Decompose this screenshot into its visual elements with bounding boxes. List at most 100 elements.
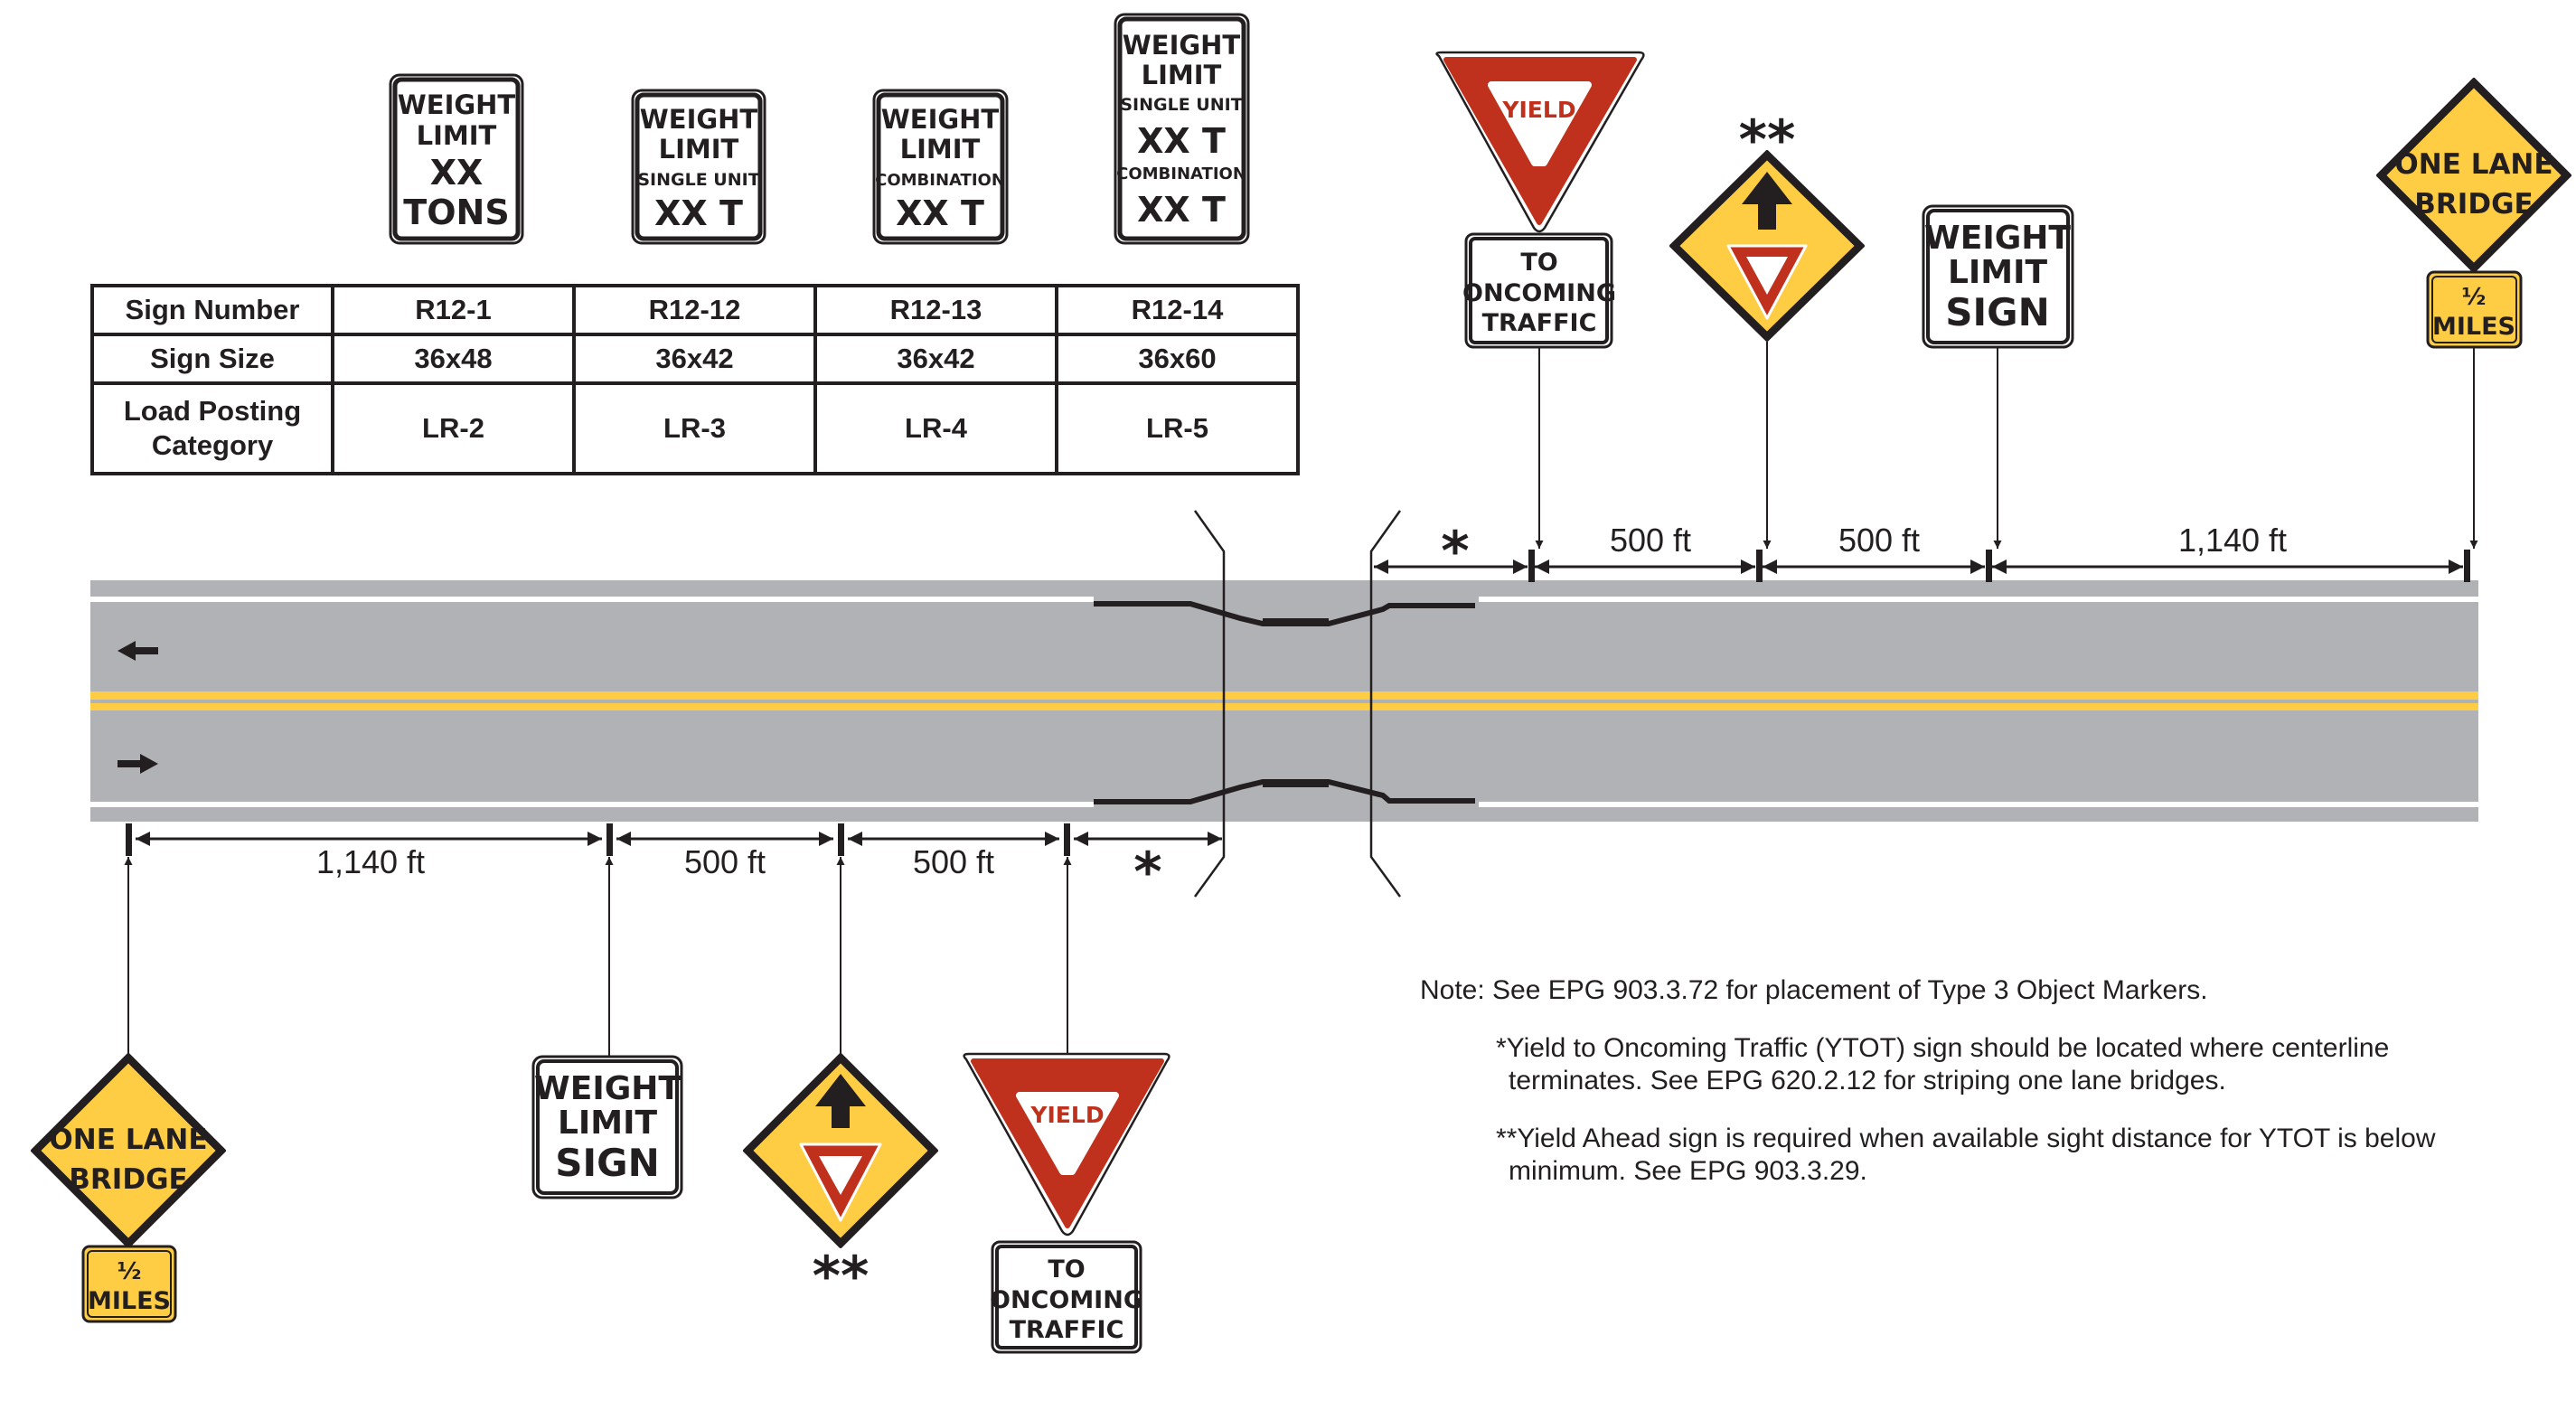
table-cell: 36x60 [1055, 333, 1300, 385]
weight-limit-sign-upper: WEIGHT LIMIT SIGN [1922, 204, 2074, 349]
sign-line: XX T [1137, 121, 1226, 161]
sign-line: WEIGHT [1123, 30, 1241, 61]
sign-line: LIMIT [1948, 254, 2048, 291]
sign-line: SINGLE UNIT [1120, 95, 1242, 115]
sign-line: LIMIT [1142, 60, 1222, 90]
sign-line: WEIGHT [398, 89, 516, 120]
bridge-rail-bottom-narrow [1263, 780, 1329, 787]
table-cell: 36x42 [813, 333, 1058, 385]
table-cell: R12-1 [331, 284, 576, 336]
ahead-arrow-icon [1742, 172, 1792, 230]
plaque-line: TRAFFIC [1010, 1316, 1124, 1344]
dim-label-star: * [1441, 520, 1469, 583]
distance-plaque-upper: ½ MILES [2426, 270, 2523, 349]
yield-sign-upper: YIELD [1435, 51, 1645, 233]
edge-line-bottom-left [90, 802, 1094, 807]
ytot-plaque-lower: TO ONCOMING TRAFFIC [990, 1240, 1143, 1354]
sign-line: LIMIT [659, 134, 739, 165]
bridge-abutment-left [1193, 510, 1226, 898]
centerline-yellow-1 [90, 691, 2478, 700]
weight-limit-sign-lower: WEIGHT LIMIT SIGN [531, 1055, 683, 1199]
dim-label: 500 ft [913, 843, 994, 880]
ahead-arrow-icon [815, 1074, 866, 1128]
bridge-abutment-right [1369, 510, 1402, 898]
edge-line-bottom-right [1479, 802, 2478, 807]
roadway [90, 510, 2478, 898]
sign-line: BRIDGE [69, 1163, 187, 1196]
row-header: Sign Number [90, 284, 334, 336]
row-header-line: Load Posting [123, 395, 302, 427]
sign-line: WEIGHT [1924, 220, 2071, 257]
edge-line-top-right [1479, 597, 2478, 602]
plaque-line: TRAFFIC [1482, 309, 1597, 337]
sign-line: LIMIT [417, 120, 497, 151]
table-cell: LR-5 [1055, 381, 1300, 475]
post-tick [838, 823, 844, 856]
yield-sign-lower: YIELD [963, 1052, 1170, 1237]
centerline-yellow-2 [90, 703, 2478, 710]
sign-line: ONE LANE [2394, 148, 2552, 181]
notes-block: Note: See EPG 903.3.72 for placement of … [1420, 974, 2485, 1188]
sign-line: COMBINATION [875, 171, 1005, 190]
sign-line: WEIGHT [640, 104, 758, 135]
table-cell: R12-13 [813, 284, 1058, 336]
one-lane-bridge-sign-upper: ONE LANE BRIDGE [2376, 78, 2571, 273]
sign-line: TONS [403, 193, 509, 232]
table-cell: LR-2 [331, 381, 576, 475]
sign-line: COMBINATION [1116, 165, 1246, 183]
sign-line: LIMIT [558, 1105, 658, 1142]
row-header-line: Category [151, 429, 274, 461]
post-tick [1756, 550, 1763, 582]
row-header: Load Posting Category [90, 381, 334, 475]
dim-label: 500 ft [1838, 522, 1920, 559]
sign-r12-14: WEIGHT LIMIT SINGLE UNIT XX T COMBINATIO… [1114, 13, 1250, 245]
distance-plaque-lower: ½ MILES [81, 1245, 177, 1323]
sign-line: XX T [654, 193, 743, 233]
note-single-star: *Yield to Oncoming Traffic (YTOT) sign s… [1496, 1033, 2390, 1096]
plaque-line: ONCOMING [1462, 279, 1616, 307]
table-cell: 36x42 [572, 333, 817, 385]
yield-label: YIELD [1501, 97, 1575, 123]
plaque-line: ONCOMING [990, 1286, 1143, 1314]
lane-arrow-right-icon [118, 754, 158, 774]
sign-line: SINGLE UNIT [637, 170, 759, 190]
ytot-plaque-upper: TO ONCOMING TRAFFIC [1462, 232, 1616, 349]
post-tick [1528, 550, 1535, 582]
table-row-sign-size: Sign Size 36x48 36x42 36x42 36x60 [90, 333, 1300, 385]
post-tick [126, 823, 132, 856]
post-tick [1064, 823, 1070, 856]
plaque-line: TO [1520, 249, 1557, 277]
one-lane-bridge-sign-lower: ONE LANE BRIDGE [31, 1053, 226, 1248]
upper-dimension-line: * 500 ft 500 ft 1,140 ft [1374, 520, 2470, 583]
dim-label: 500 ft [684, 843, 766, 880]
sign-line: WEIGHT [534, 1070, 681, 1107]
sign-line: BRIDGE [2414, 188, 2533, 221]
sign-r12-12: WEIGHT LIMIT SINGLE UNIT XX T [631, 89, 766, 245]
plaque-fraction: ½ [2462, 284, 2487, 311]
yield-ahead-sign-upper: ** [1669, 108, 1865, 342]
table-cell: R12-14 [1055, 284, 1300, 336]
sign-line: WEIGHT [881, 104, 1000, 135]
lower-dimension-line: 1,140 ft 500 ft 500 ft * [126, 823, 1222, 904]
plaque-line: TO [1048, 1255, 1085, 1284]
double-star-marker: ** [813, 1245, 870, 1308]
table-cell: R12-12 [572, 284, 817, 336]
note-double-star: **Yield Ahead sign is required when avai… [1496, 1124, 2436, 1186]
sign-line: SIGN [555, 1141, 660, 1185]
table-cell: LR-4 [813, 381, 1058, 475]
plaque-unit: MILES [88, 1287, 171, 1315]
table-cell: 36x48 [331, 333, 576, 385]
table-row-sign-number: Sign Number R12-1 R12-12 R12-13 R12-14 [90, 284, 1300, 336]
sign-line: XX T [1137, 190, 1226, 230]
dim-label: 500 ft [1610, 522, 1691, 559]
row-header: Sign Size [90, 333, 334, 385]
post-tick [1986, 550, 1992, 582]
bridge-rail-top-narrow [1263, 618, 1329, 625]
post-tick [606, 823, 613, 856]
sign-line: ONE LANE [49, 1124, 207, 1156]
edge-line-top-left [90, 597, 1094, 602]
plaque-fraction: ½ [118, 1258, 142, 1285]
sign-r12-1: WEIGHT LIMIT XX TONS [389, 73, 524, 245]
sign-line: XX T [896, 193, 984, 233]
